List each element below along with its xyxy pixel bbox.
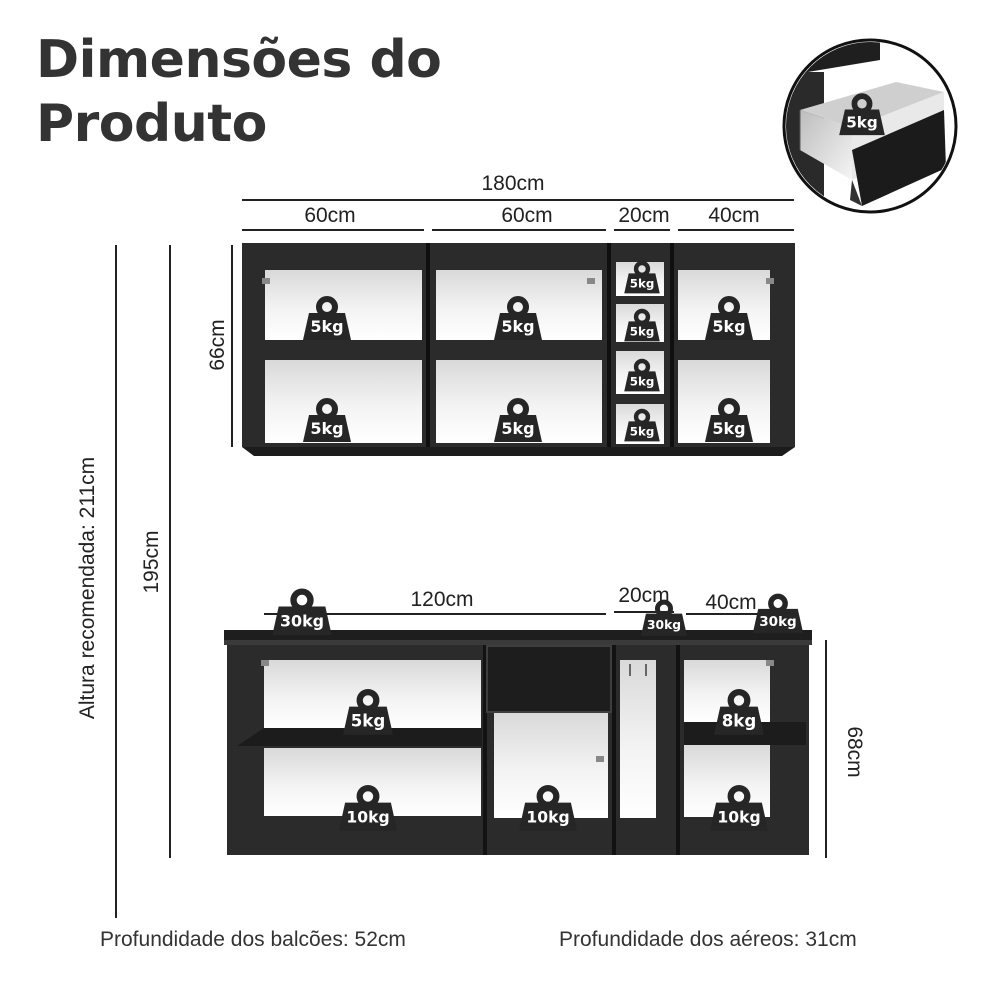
weight-badge: 5kg [494,398,542,442]
kettlebell-body-icon [705,415,753,442]
weight-badge: 30kg [752,593,804,634]
weight-label: 5kg [630,276,655,290]
weight-badge: 10kg [709,784,769,831]
weight-badge: 5kg [624,358,660,392]
page-title: Dimensões do Produto [36,28,442,156]
kettlebell-body-icon [624,273,660,294]
drawer-inset: 5kg [782,38,958,214]
weight-badge: 5kg [494,296,542,340]
weight-label: 5kg [630,324,655,338]
top-width-label-2: 60cm [501,204,552,227]
kettlebell-body-icon [752,608,804,634]
weight-badge: 30kg [272,588,332,636]
weight-label: 5kg [630,424,655,438]
weight-label: 5kg [501,317,534,336]
weight-badge: 5kg [303,398,351,442]
weight-label: 5kg [310,419,343,438]
lower-cabinet [224,630,812,855]
recommended-height-label: Altura recomendada: 211cm [76,457,99,719]
title-line-2: Produto [36,94,267,154]
bottom-width-label-2: 20cm [618,584,669,607]
kettlebell-body-icon [338,802,398,831]
kettlebell-body-icon [303,313,351,340]
weight-label: 5kg [351,711,386,730]
dimension-lines [115,199,827,918]
title-line-1: Dimensões do [36,30,442,90]
weight-label: 10kg [717,808,760,826]
weight-label: 5kg [712,419,745,438]
kettlebell-icon [654,599,674,618]
kettlebell-body-icon [705,313,753,340]
kettlebell-body-icon [624,421,660,442]
weight-badge: 5kg [343,688,393,735]
weight-badge: 10kg [518,784,578,831]
upper-cabinet-base [242,447,795,456]
weight-badge: 5kg [624,308,660,342]
kettlebell-body-icon [641,613,687,636]
top-width-label-1: 60cm [304,204,355,227]
weight-badge: 10kg [338,784,398,831]
top-total-width-label: 180cm [481,172,544,195]
weight-label: 30kg [647,618,681,632]
top-width-label-3: 20cm [618,204,669,227]
bottom-width-label-3: 40cm [705,591,756,614]
weight-label: 5kg [712,317,745,336]
kettlebell-body-icon [494,313,542,340]
weight-badge: 5kg [624,260,660,294]
dimension-labels: 180cm 60cm 60cm 20cm 40cm 66cm 195cm Alt… [76,172,866,778]
weight-label: 5kg [501,419,534,438]
weight-badges: 5kg 5kg 5kg 5kg 5kg 5kg 5kg 5kg 5kg 5kg … [272,260,804,831]
kettlebell-body-icon [272,606,332,636]
top-height-label: 66cm [206,319,229,370]
weight-label: 30kg [759,614,796,630]
footer-wall-depth: Profundidade dos aéreos: 31cm [559,928,857,951]
weight-badge: 5kg [839,93,885,136]
weight-label: 5kg [630,374,655,388]
drawer-front [486,645,612,713]
kettlebell-body-icon [343,706,393,735]
kettlebell-icon [768,593,788,614]
weight-badge: 8kg [714,688,764,735]
weight-label: 10kg [346,808,389,826]
overall-height-label: 195cm [140,530,163,593]
weight-badge: 5kg [705,398,753,442]
weight-badge: 30kg [641,599,687,636]
kettlebell-icon [290,588,314,612]
kettlebell-body-icon [714,706,764,735]
kettlebell-body-icon [518,802,578,831]
kettlebell-body-icon [624,321,660,342]
weight-label: 10kg [526,808,569,826]
weight-badge: 5kg [303,296,351,340]
bottom-height-label: 68cm [843,726,866,777]
weight-badge: 5kg [705,296,753,340]
kettlebell-body-icon [494,415,542,442]
kettlebell-body-icon [709,802,769,831]
top-width-label-4: 40cm [708,204,759,227]
weight-label: 8kg [722,711,757,730]
weight-label: 30kg [280,612,324,631]
bottom-width-label-1: 120cm [410,588,473,611]
footer-counter-depth: Profundidade dos balcões: 52cm [100,928,406,951]
weight-badge: 5kg [624,408,660,442]
weight-label: 5kg [310,317,343,336]
kettlebell-body-icon [839,109,885,136]
kettlebell-body-icon [303,415,351,442]
weight-label: 5kg [846,114,878,132]
kettlebell-body-icon [624,371,660,392]
